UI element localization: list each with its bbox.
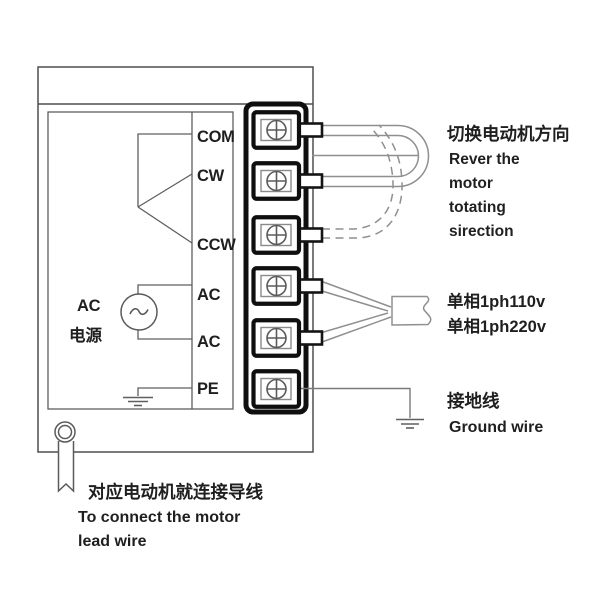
lead-note-en-2: lead wire <box>78 533 147 550</box>
terminal-label-cw: CW <box>197 167 225 185</box>
jumper-wire-solid <box>312 124 430 188</box>
ground-wire-run <box>299 387 424 429</box>
power-cable <box>391 295 432 326</box>
annotation-ground: 接地线 Ground wire <box>447 391 543 436</box>
direction-note-zh: 切换电动机方向 <box>447 124 570 144</box>
power-supply-wires <box>321 280 432 343</box>
device-outline <box>37 66 314 453</box>
ground-note-en: Ground wire <box>449 419 543 436</box>
jumper-wire-dashed <box>322 124 403 239</box>
terminal-label-ac2: AC <box>197 333 221 351</box>
ground-icon <box>396 418 424 429</box>
motor-lead <box>54 421 76 493</box>
terminal-label-ac1: AC <box>197 286 221 304</box>
terminal-com-tab <box>297 122 324 138</box>
terminal-cw-tab <box>297 173 324 189</box>
ac-source-label-line2: 电源 <box>69 325 103 345</box>
direction-note-en-2: motor <box>449 175 493 192</box>
ac-source-label-line1: AC <box>77 297 101 315</box>
inner-schematic-box <box>47 111 234 410</box>
terminal-label-pe: PE <box>197 380 219 398</box>
terminal-com-screw <box>254 112 300 148</box>
tilde-icon <box>129 308 149 316</box>
pe-internal-ground <box>123 387 192 407</box>
terminal-ac1-tab <box>297 278 324 294</box>
external-wiring <box>299 124 432 429</box>
mounting-hole-inner <box>57 424 73 440</box>
ground-icon <box>123 396 153 407</box>
terminal-cw-screw <box>254 163 300 199</box>
motor-lead-ribbon <box>57 441 75 493</box>
annotation-power: 单相1ph110v 单相1ph220v <box>447 291 547 336</box>
annotation-lead-wire: 对应电动机就连接导线 To connect the motor lead wir… <box>78 482 263 550</box>
terminal-label-ccw: CCW <box>197 236 236 254</box>
annotation-direction: 切换电动机方向 Rever the motor totating sirecti… <box>447 124 570 240</box>
direction-note-en-1: Rever the <box>449 151 520 168</box>
phase-110-note: 单相1ph110v <box>447 291 546 311</box>
phase-220-note: 单相1ph220v <box>447 316 547 336</box>
terminal-ac2-screw <box>254 320 300 356</box>
ground-note-zh: 接地线 <box>447 391 500 411</box>
ac-source-icon <box>120 284 192 340</box>
terminal-label-com: COM <box>197 128 235 146</box>
terminal-ccw-tab <box>297 227 324 243</box>
direction-note-en-3: totating <box>449 199 506 216</box>
direction-note-en-4: sirection <box>449 223 514 240</box>
terminal-block <box>243 101 309 415</box>
lead-note-en-1: To connect the motor <box>78 509 240 526</box>
internal-schematic: AC 电源 COM CW CCW AC AC PE <box>69 128 237 407</box>
direction-switch-icon <box>137 133 193 244</box>
lead-note-zh: 对应电动机就连接导线 <box>88 482 263 502</box>
terminal-ac2-tab <box>297 330 324 346</box>
terminal-ccw-screw <box>254 217 300 253</box>
terminal-ac1-screw <box>254 268 300 304</box>
terminal-pe-screw <box>254 371 300 407</box>
